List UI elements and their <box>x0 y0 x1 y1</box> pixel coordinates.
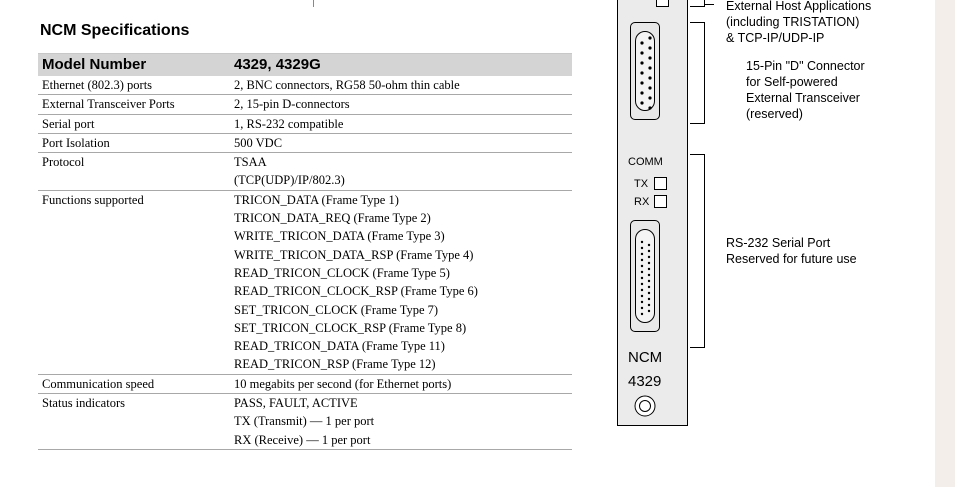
mounting-screw-icon <box>634 395 656 417</box>
indicator-led <box>656 0 669 7</box>
row-values: 1, RS-232 compatible <box>234 115 343 133</box>
comm-label: COMM <box>628 156 663 168</box>
row-value: 10 megabits per second (for Ethernet por… <box>234 376 452 391</box>
row-values: TSAA (TCP(UDP)/IP/802.3) <box>234 153 345 190</box>
dconn-bracket <box>690 22 705 124</box>
row-value: TSAA <box>234 155 267 170</box>
row-values: 2, BNC connectors, RG58 50-ohm thin cabl… <box>234 76 460 94</box>
row-value: SET_TRICON_CLOCK_RSP (Frame Type 8) <box>234 320 467 335</box>
row-values: 10 megabits per second (for Ethernet por… <box>234 375 451 393</box>
row-values: 2, 15-pin D-connectors <box>234 95 350 113</box>
rx-label: RX <box>634 196 650 208</box>
page-edge-strip <box>935 0 955 487</box>
row-value: WRITE_TRICON_DATA_RSP (Frame Type 4) <box>234 247 474 262</box>
row-value: (TCP(UDP)/IP/802.3) <box>234 173 345 188</box>
table-row: Ethernet (802.3) ports 2, BNC connectors,… <box>38 76 572 96</box>
panel-model-number: 4329 <box>628 373 662 390</box>
dconn-annotation-3: External Transceiver <box>746 91 860 105</box>
host-annotation-3: & TCP-IP/UDP-IP <box>726 31 825 45</box>
row-label: Communication speed <box>42 376 155 391</box>
row-label: Port Isolation <box>42 135 110 150</box>
row-value: READ_TRICON_CLOCK_RSP (Frame Type 6) <box>234 284 478 299</box>
table-row: Communication speed 10 megabits per secon… <box>38 375 572 395</box>
tx-label: TX <box>634 178 649 190</box>
d15-pins <box>640 36 652 110</box>
row-value: 500 VDC <box>234 135 283 150</box>
host-leader <box>704 4 714 5</box>
tx-led <box>654 177 667 190</box>
row-value: READ_TRICON_RSP (Frame Type 12) <box>234 357 436 372</box>
dconn-annotation-2: for Self-powered <box>746 75 838 89</box>
host-annotation-1: External Host Applications <box>726 0 872 13</box>
row-values: PASS, FAULT, ACTIVE TX (Transmit) — 1 per… <box>234 394 374 449</box>
header-value: 4329, 4329G <box>234 56 321 73</box>
row-values: 500 VDC <box>234 134 282 152</box>
table-row: Protocol TSAA (TCP(UDP)/IP/802.3) <box>38 153 572 191</box>
rs232-pins <box>640 240 651 316</box>
table-row: Port Isolation 500 VDC <box>38 134 572 154</box>
d15-connector <box>630 22 660 120</box>
spec-table: Model Number 4329, 4329G Ethernet (802.3… <box>38 53 572 450</box>
table-row: Serial port 1, RS-232 compatible <box>38 115 572 134</box>
row-value: TRICON_DATA_REQ (Frame Type 2) <box>234 211 431 226</box>
host-bracket <box>690 0 705 7</box>
row-value: READ_TRICON_DATA (Frame Type 11) <box>234 339 445 354</box>
table-row: Functions supported TRICON_DATA (Frame Ty… <box>38 191 572 375</box>
table-body: Ethernet (802.3) ports 2, BNC connectors,… <box>38 76 572 450</box>
row-value: 2, BNC connectors, RG58 50-ohm thin cabl… <box>234 78 460 92</box>
host-annotation-2: (including TRISTATION) <box>726 15 860 29</box>
rx-led <box>654 195 667 208</box>
d15-connector-shell <box>635 31 655 111</box>
serial-annotation-2: Reserved for future use <box>726 252 857 266</box>
section-title: NCM Specifications <box>40 22 190 39</box>
row-value: PASS, FAULT, ACTIVE <box>234 396 358 411</box>
dconn-annotation-4: (reserved) <box>746 107 803 121</box>
row-label: Functions supported <box>42 192 144 207</box>
row-label: External Transceiver Ports <box>42 97 175 112</box>
row-value: SET_TRICON_CLOCK (Frame Type 7) <box>234 302 439 317</box>
table-header: Model Number 4329, 4329G <box>38 53 572 76</box>
row-label: Status indicators <box>42 396 125 411</box>
panel-model-name: NCM <box>628 349 663 366</box>
row-values: TRICON_DATA (Frame Type 1) TRICON_DATA_RE… <box>234 191 478 374</box>
ncm-front-panel: COMM TX RX NCM 4329 <box>617 0 688 426</box>
dconn-annotation-1: 15-Pin "D" Connector <box>746 59 865 73</box>
row-value: RX (Receive) — 1 per port <box>234 432 371 447</box>
serial-annotation-1: RS-232 Serial Port <box>726 236 831 250</box>
header-label: Model Number <box>42 56 147 73</box>
column-marker <box>313 0 314 7</box>
row-value: READ_TRICON_CLOCK (Frame Type 5) <box>234 265 450 280</box>
row-value: 2, 15-pin D-connectors <box>234 97 350 112</box>
row-value: WRITE_TRICON_DATA (Frame Type 3) <box>234 229 445 244</box>
table-row: External Transceiver Ports 2, 15-pin D-co… <box>38 95 572 115</box>
row-value: TX (Transmit) — 1 per port <box>234 414 375 429</box>
row-label: Ethernet (802.3) ports <box>42 78 153 92</box>
table-row: Status indicators PASS, FAULT, ACTIVE TX (… <box>38 394 572 450</box>
row-label: Serial port <box>42 116 95 131</box>
serial-bracket <box>690 154 705 348</box>
row-value: 1, RS-232 compatible <box>234 116 344 131</box>
rs232-connector <box>630 220 660 332</box>
row-value: TRICON_DATA (Frame Type 1) <box>234 192 399 207</box>
row-label: Protocol <box>42 155 85 170</box>
